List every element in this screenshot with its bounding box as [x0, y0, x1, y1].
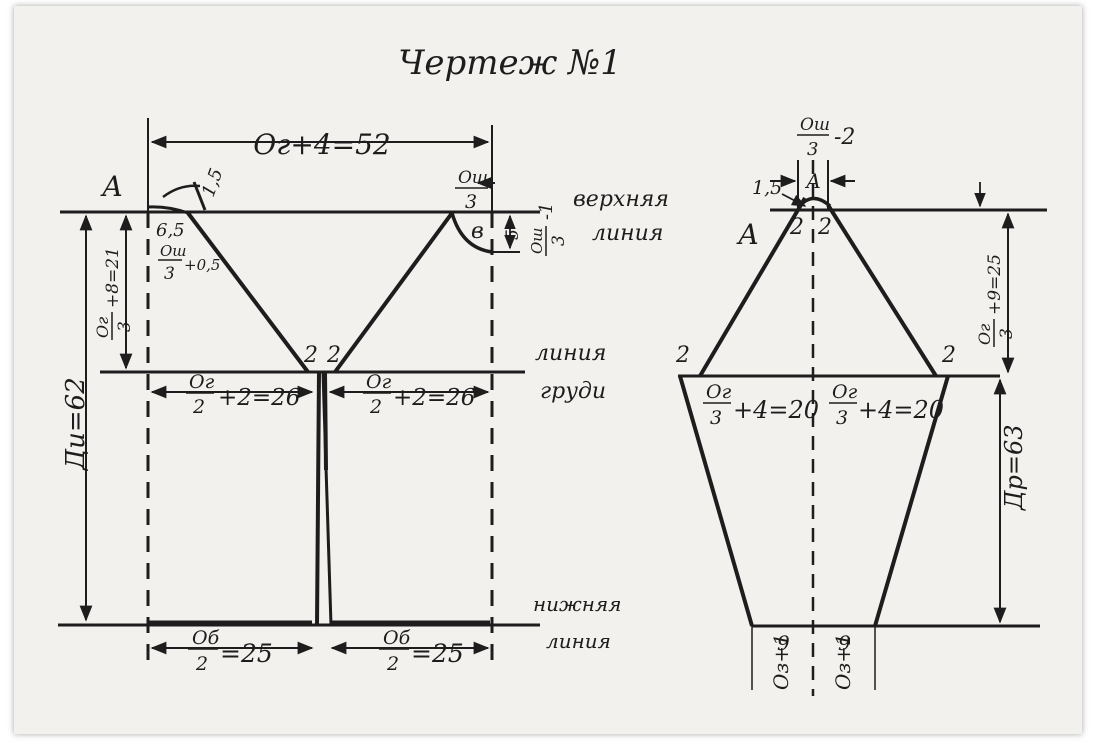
- bust-mark-right: 2: [326, 343, 341, 368]
- neck-formula-den: 3: [164, 264, 175, 284]
- right-offset-label: 1,5: [752, 177, 782, 199]
- line-name-labels: верхняя линия линия груди нижняя линия: [533, 187, 669, 653]
- drawing-title: Чертеж №1: [398, 43, 622, 83]
- point-b-label: в: [471, 219, 484, 244]
- left-neck-curve: [147, 205, 189, 215]
- right-body-outline: [678, 196, 950, 627]
- left-horizontal-lines: [58, 210, 540, 627]
- right-armhole-formula: Ог 3 +9=25: [975, 254, 1017, 347]
- right-hem-formula-right: Оз+1: [831, 633, 855, 690]
- left-neck-mark: [192, 181, 207, 211]
- right-armhole-num: Ог: [975, 324, 994, 345]
- right-dimension-arrows: [770, 174, 1015, 624]
- armhole-formula: Ог 3 +8=21: [93, 247, 135, 340]
- left-vertical-lines: [146, 118, 494, 662]
- right-bust-right-den: 3: [836, 407, 848, 429]
- neck-formula-num: Ош: [160, 242, 187, 260]
- right-bust-left-num: Ог: [706, 381, 732, 403]
- right-length-label: Др=63: [1000, 424, 1028, 511]
- bust-line-label-2: груди: [540, 379, 606, 404]
- bust-left-tail: +2=26: [218, 385, 300, 411]
- right-side-mark-right: 2: [941, 343, 956, 368]
- right-armhole-den: 3: [997, 328, 1017, 339]
- armhole-num: Ог: [93, 317, 112, 338]
- shoulder-depth-label: 5: [503, 229, 523, 240]
- hem-right-num: Об: [383, 627, 411, 649]
- right-right-upper: [826, 203, 938, 378]
- hem-left-num: Об: [192, 627, 220, 649]
- right-bust-right-tail: +4=20: [858, 396, 944, 424]
- center-line-left: [315, 371, 321, 626]
- hem-left-tail: =25: [220, 639, 273, 668]
- right-labels: Ош 3 -2 1,5 А А 2 2 2 2 Ог 3 +9=25 Ог 3 …: [675, 115, 1028, 690]
- right-bust-left-tail: +4=20: [733, 396, 819, 424]
- right-neck-den: 3: [807, 139, 818, 160]
- right-hem-formula-left: Оз+1: [769, 633, 793, 690]
- shoulder-drop-formula: Ош 3 -1: [528, 202, 569, 256]
- right-side-mark-left: 2: [675, 343, 690, 368]
- right-neck-mark-left: 2: [789, 215, 804, 240]
- armhole-tail: +8=21: [103, 247, 123, 308]
- top-line-label-1: верхняя: [573, 187, 669, 212]
- point-a-label: А: [100, 170, 123, 203]
- right-bust-left-den: 3: [710, 407, 722, 429]
- neck-formula-tail: +0,5: [184, 256, 220, 274]
- right-shoulder-line: [333, 211, 454, 374]
- bust-right-den: 2: [369, 396, 382, 418]
- right-point-a: А: [736, 218, 759, 251]
- hem-right-den: 2: [386, 653, 399, 675]
- right-neck-mark-right: 2: [817, 215, 832, 240]
- shoulder-drop-den: 3: [549, 235, 569, 246]
- right-left-lower: [678, 375, 754, 627]
- right-bust-right-num: Ог: [832, 381, 858, 403]
- right-hem-mark-left: 9: [777, 631, 790, 655]
- right-neck-num: Ош: [800, 115, 830, 135]
- right-offset-arrow: [781, 193, 807, 207]
- right-lines: [678, 160, 1047, 696]
- bottom-line-label-1: нижняя: [533, 592, 621, 616]
- bust-mark-left: 2: [303, 343, 318, 368]
- shoulder-top-den: 3: [465, 191, 477, 213]
- shoulder-drop-tail: -1: [536, 202, 557, 220]
- length-label: Ди=62: [61, 377, 91, 471]
- right-hem-mark-right: 9: [838, 631, 851, 655]
- left-shoulder-line: [186, 211, 310, 374]
- armhole-den: 3: [115, 321, 135, 332]
- left-dimension-arrows: [79, 135, 516, 655]
- neck-depth-label: 6,5: [156, 220, 185, 241]
- paper-sheet: [14, 6, 1082, 734]
- bust-right-tail: +2=26: [393, 385, 475, 411]
- hem-left-den: 2: [195, 653, 208, 675]
- left-body-outline: [147, 181, 520, 626]
- right-right-lower: [873, 375, 950, 627]
- hem-right-tail: =25: [411, 639, 464, 668]
- center-line-mid: [323, 371, 328, 471]
- right-point-a-small: А: [804, 169, 821, 193]
- left-neck-arc: [162, 184, 201, 198]
- right-neck-tail: -2: [834, 125, 855, 150]
- top-line-label-2: линия: [592, 221, 663, 246]
- top-width-label: Ог+4=52: [253, 128, 390, 161]
- right-armhole-tail: +9=25: [985, 254, 1005, 315]
- shoulder-top-num: Ош: [458, 168, 488, 188]
- bust-line-label-1: линия: [535, 341, 606, 366]
- right-left-upper: [698, 196, 807, 378]
- left-labels: А Ог+4=52 1,5 6,5 Ош 3 +0,5 Ош 3 в Ош 3 …: [61, 128, 569, 675]
- bust-left-den: 2: [192, 396, 205, 418]
- bottom-line-label-2: линия: [546, 629, 611, 653]
- right-armhole-curve: [450, 212, 493, 254]
- neck-offset-label: 1,5: [198, 166, 228, 200]
- bust-right-num: Ог: [366, 371, 392, 393]
- bust-left-num: Ог: [189, 371, 215, 393]
- shoulder-drop-num: Ош: [528, 227, 546, 254]
